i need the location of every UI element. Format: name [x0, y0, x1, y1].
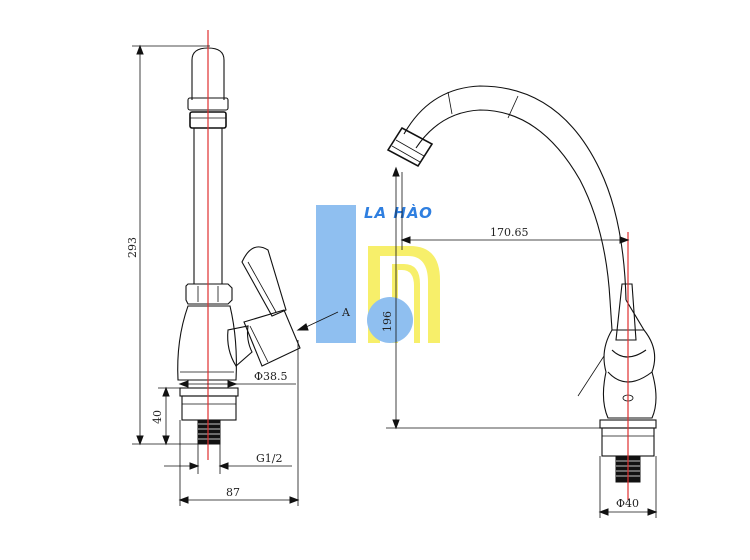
watermark-logo: LA HÀO [316, 203, 440, 343]
detail-marker-a: A [341, 306, 351, 319]
logo-blue-bar [316, 205, 356, 343]
dim-diameter-base: Φ40 [616, 497, 639, 510]
dim-spout-reach: 170.65 [490, 226, 529, 239]
dim-spout-height: 196 [381, 311, 394, 332]
faucet-side-view [177, 47, 301, 445]
front-view-dimensions: 170.65 196 Φ40 [381, 166, 658, 518]
logo-blue-circle [367, 297, 413, 343]
logo-brand-text: LA HÀO [364, 203, 433, 222]
dim-diameter-body: Φ38.5 [254, 370, 288, 383]
dim-height-base: 40 [151, 410, 164, 424]
side-view-dimensions: 293 40 Φ38.5 G1/2 87 A [126, 44, 351, 506]
dim-thread: G1/2 [256, 452, 283, 465]
dim-height-total: 293 [126, 237, 139, 258]
dim-width-left: 87 [226, 486, 240, 499]
